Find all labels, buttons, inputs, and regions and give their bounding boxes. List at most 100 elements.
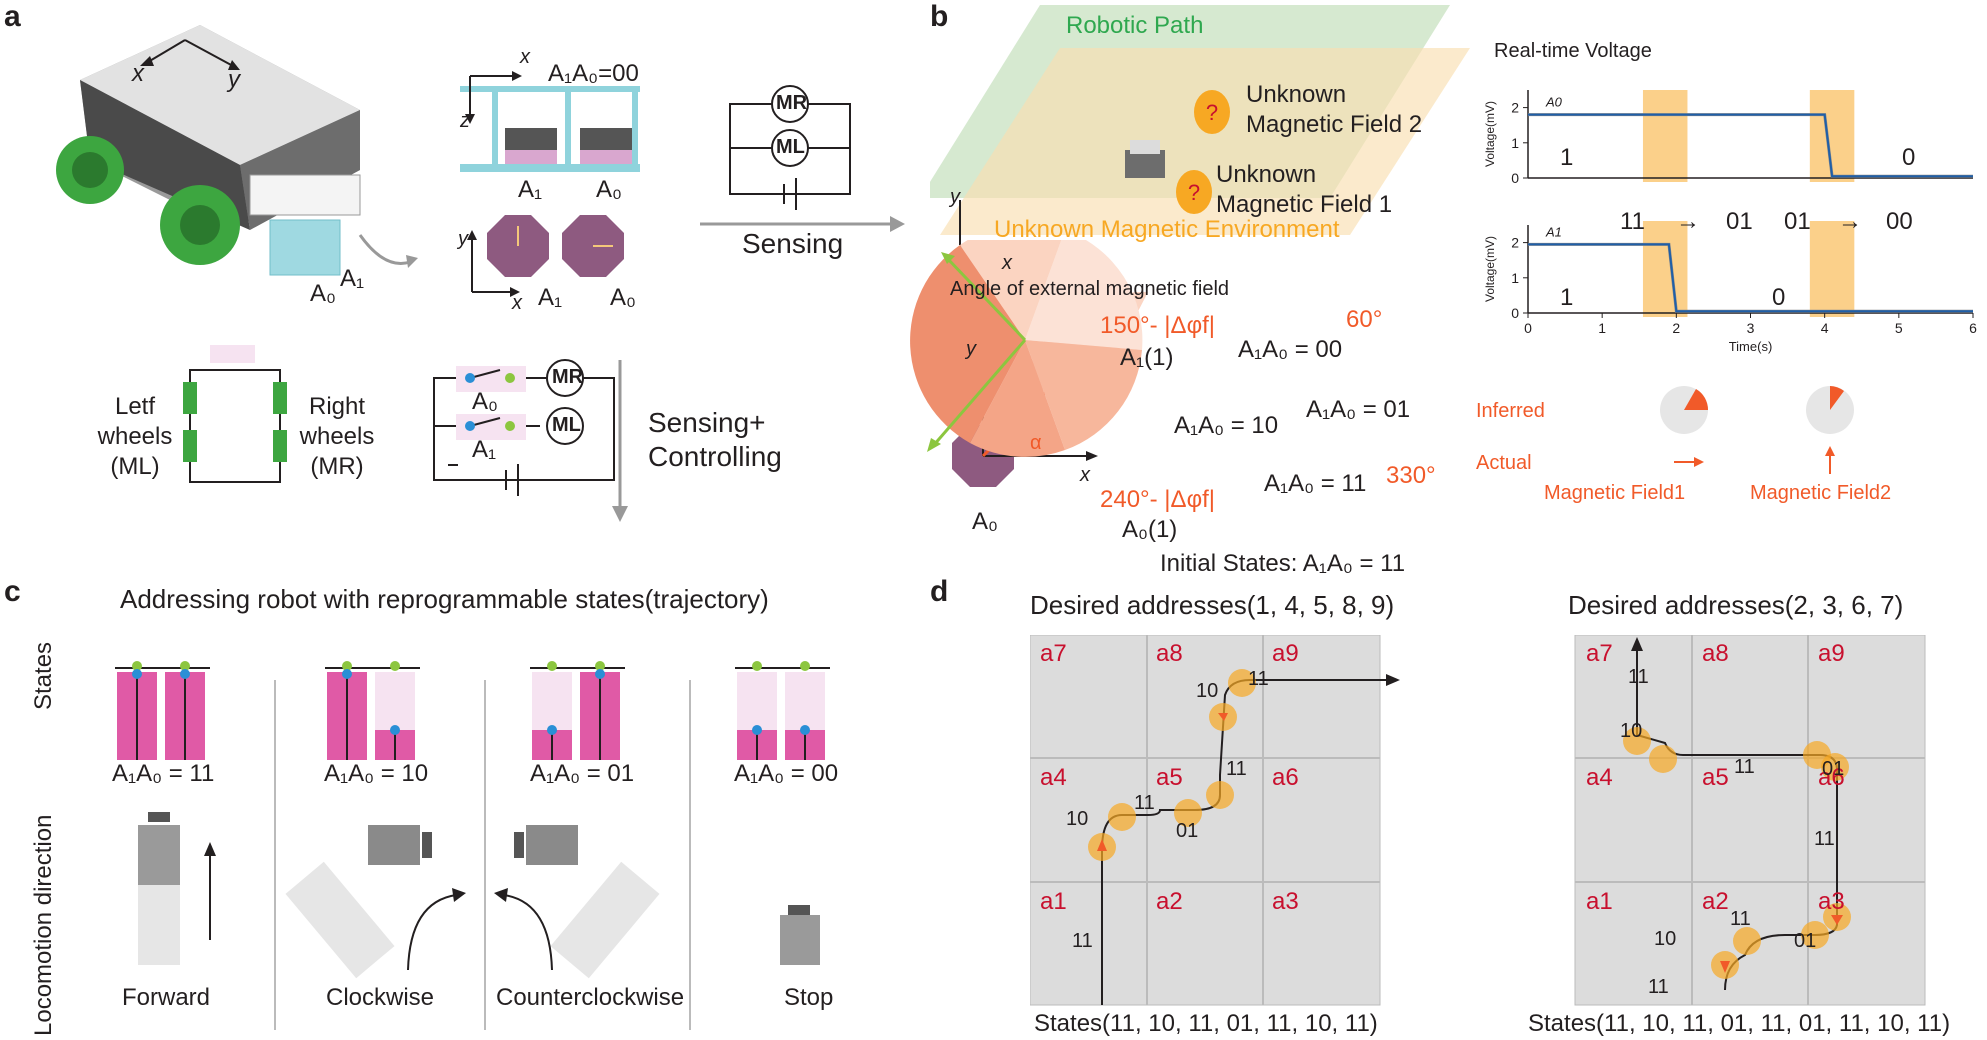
state-11-cells (115, 661, 210, 760)
transition-to-2: 00 (1886, 208, 1913, 235)
right-path-label-9: 11 (1628, 666, 1649, 688)
right-path-label-3: 11 (1730, 908, 1751, 930)
highlight-band-1-1 (1809, 221, 1855, 317)
sensing-controlling-label: Sensing+Controlling (648, 407, 782, 472)
left-address-grid (1030, 635, 1400, 1006)
alpha-label: α (1030, 432, 1042, 454)
svg-text:?: ? (1206, 100, 1218, 125)
y-axis-label-0: Voltage(mV) (1483, 101, 1497, 167)
right-cell-a4: a4 (1586, 764, 1613, 791)
x-tick-label-6: 6 (1969, 320, 1977, 336)
a1-level-1: 1 (1560, 284, 1574, 311)
transition-from-1: 11 (1620, 208, 1645, 235)
right-cell-a9: a9 (1818, 640, 1845, 667)
state-11-label: A₁A₀ = 11 (112, 760, 215, 787)
left-path-label-5: 11 (1226, 758, 1247, 780)
robot-axis-x: x (132, 60, 144, 87)
state-10-label: A₁A₀ = 10 (324, 760, 429, 787)
left-path-label-1: 11 (1072, 930, 1093, 952)
right-cell-a5: a5 (1702, 764, 1729, 791)
motor-r-label: MR (776, 92, 808, 114)
y-tick-label-0-1: 1 (1511, 135, 1519, 151)
left-path-label-7: 11 (1248, 668, 1269, 690)
panel-c-title: Addressing robot with reprogrammable sta… (120, 584, 769, 614)
stop-label: Stop (784, 984, 834, 1011)
left-cell-a6: a6 (1272, 764, 1299, 791)
unknown-env-label: Unknown Magnetic Environment (994, 216, 1340, 243)
sector-00: A₁A₀ = 00 (1238, 336, 1343, 363)
y-axis-label-1: Voltage(mV) (1483, 236, 1497, 302)
right-cell-a1: a1 (1586, 888, 1613, 915)
counterclockwise-robot (494, 825, 660, 979)
right-cell-a3: a3 (1818, 888, 1845, 915)
transition-to-1: 01 (1726, 208, 1753, 235)
highlight-band-1-0 (1642, 221, 1688, 317)
right-grid-states: States(11, 10, 11, 01, 11, 01, 11, 10, 1… (1528, 1010, 1951, 1037)
angle-150-label: 150°- |Δφf| (1100, 312, 1216, 339)
state-10-cells (325, 661, 420, 760)
left-path-label-3: 11 (1134, 792, 1155, 814)
top-axis-y: y (458, 228, 468, 250)
left-cell-a2: a2 (1156, 888, 1183, 915)
panel-label-c: c (4, 575, 21, 608)
left-cell-a7: a7 (1040, 640, 1067, 667)
right-path-label-4: 01 (1794, 930, 1817, 952)
panel-label-a: a (4, 0, 21, 33)
right-path-label-5: 11 (1814, 828, 1835, 850)
left-cell-a9: a9 (1272, 640, 1299, 667)
right-grid-title: Desired addresses(2, 3, 6, 7) (1568, 590, 1904, 620)
sector-11: A₁A₀ = 11 (1264, 470, 1367, 497)
right-cell-a7: a7 (1586, 640, 1613, 667)
sector-01: A₁A₀ = 01 (1306, 396, 1411, 423)
left-path-label-2: 10 (1066, 808, 1089, 830)
y-tick-label-1-1: 1 (1511, 270, 1519, 286)
right-address-grid (1574, 635, 1926, 1006)
right-cell-a6: a6 (1818, 764, 1845, 791)
right-path-label-7: 11 (1734, 756, 1755, 778)
realtime-title: Real-time Voltage (1494, 40, 1652, 62)
x-tick-label-0: 0 (1524, 320, 1532, 336)
y-tick-label-1-2: 2 (1511, 235, 1519, 251)
top-sensor-a1: A₁ (538, 284, 563, 311)
svg-text:?: ? (1188, 180, 1200, 205)
sensing-label: Sensing (742, 228, 844, 259)
sensor-side-view (460, 71, 640, 172)
angle-330-label: 330° (1386, 462, 1436, 489)
left-path-label-4: 01 (1176, 820, 1199, 842)
actual-label: Actual (1476, 452, 1532, 474)
left-cell-a1: a1 (1040, 888, 1067, 915)
left-cell-a5: a5 (1156, 764, 1183, 791)
left-cell-a4: a4 (1040, 764, 1067, 791)
states-axis-label: States (30, 641, 57, 710)
right-path-label-8: 10 (1620, 720, 1643, 742)
side-state-label: A₁A₀=00 (548, 60, 639, 87)
a0-level-0: 0 (1902, 144, 1916, 171)
switch-a1-label: A₁ (472, 436, 497, 463)
transition-arrow-2: → (1838, 208, 1862, 235)
robot-label-a0: A₀ (310, 280, 336, 307)
field1-marker (1176, 170, 1212, 214)
right-path-label-6: 01 (1822, 758, 1845, 780)
x-tick-label-1: 1 (1598, 320, 1606, 336)
series-line-A1 (1528, 242, 1973, 313)
left-cell-a8: a8 (1156, 640, 1183, 667)
left-grid-states: States(11, 10, 11, 01, 11, 10, 11) (1034, 1010, 1378, 1037)
switch-a0-label: A₀ (472, 388, 498, 415)
series-trace-A1 (1528, 243, 1973, 313)
field1-label: Magnetic Field1 (1544, 482, 1686, 504)
angle-240-label: 240°- |Δφf| (1100, 486, 1216, 513)
a0-level-1: 1 (1560, 144, 1574, 171)
series-label-A1: A1 (1545, 224, 1562, 239)
panel-label-b: b (930, 0, 949, 33)
right-path-label-1: 11 (1648, 976, 1669, 998)
side-sensor-a0: A₀ (596, 176, 622, 203)
field2-marker (1194, 90, 1230, 134)
locomotion-axis-label: Locomotion direction (30, 814, 57, 1036)
motor-l-label: ML (776, 136, 805, 158)
transition-from-2: 01 (1784, 208, 1811, 235)
robot-label-a1: A₁ (340, 265, 365, 292)
angle-a0-label: A₀ (972, 508, 998, 535)
